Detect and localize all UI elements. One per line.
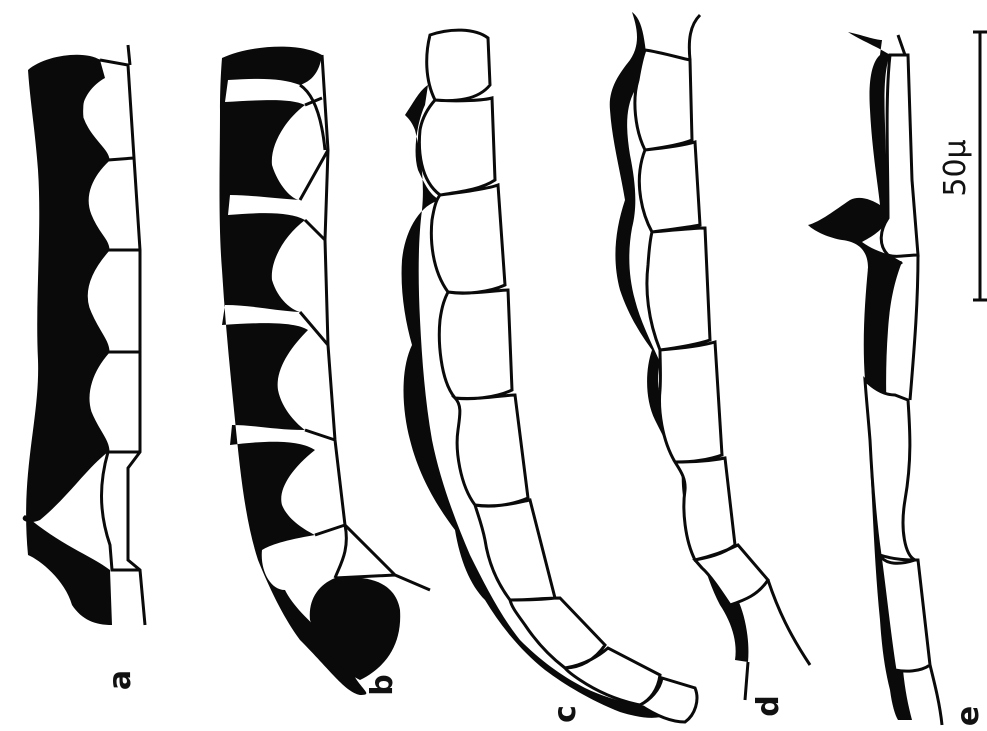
panel-label-b: b	[365, 674, 400, 695]
panel-label-a: a	[103, 670, 138, 690]
scale-bar-label: 50µ	[938, 139, 973, 196]
panel-label-e: e	[951, 706, 986, 726]
panel-label-d: d	[751, 695, 786, 716]
panel-label-c: c	[548, 705, 583, 723]
